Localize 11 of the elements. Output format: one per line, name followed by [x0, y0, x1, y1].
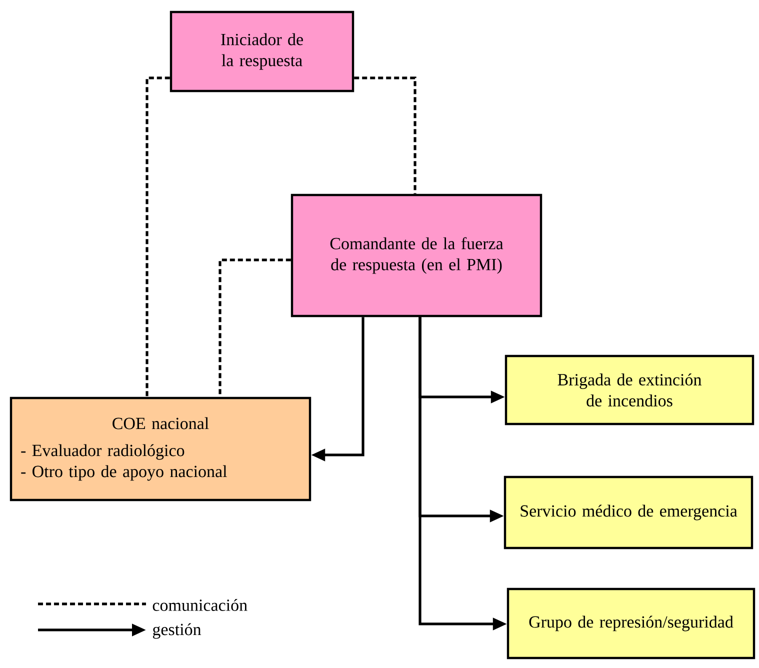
dashed-connector — [218, 258, 291, 397]
process-box: Brigada de extinción de incendios — [504, 354, 754, 426]
process-box: COE nacional - Evaluador radiológico - Otro tipo de apoyo nacional — [10, 396, 312, 502]
process-box: Servicio médico de emergencia — [504, 476, 754, 550]
process-box: Iniciador de la respuesta — [170, 10, 354, 92]
dashed-connector — [146, 76, 170, 397]
process-box: Grupo de represión/seguridad — [506, 588, 756, 660]
dashed-connector — [354, 76, 416, 194]
legend-label: gestión — [152, 623, 202, 639]
legend-label: comunicación — [152, 598, 248, 611]
process-box: Comandante de la fuerza de respuesta (en el PMI) — [290, 194, 542, 318]
